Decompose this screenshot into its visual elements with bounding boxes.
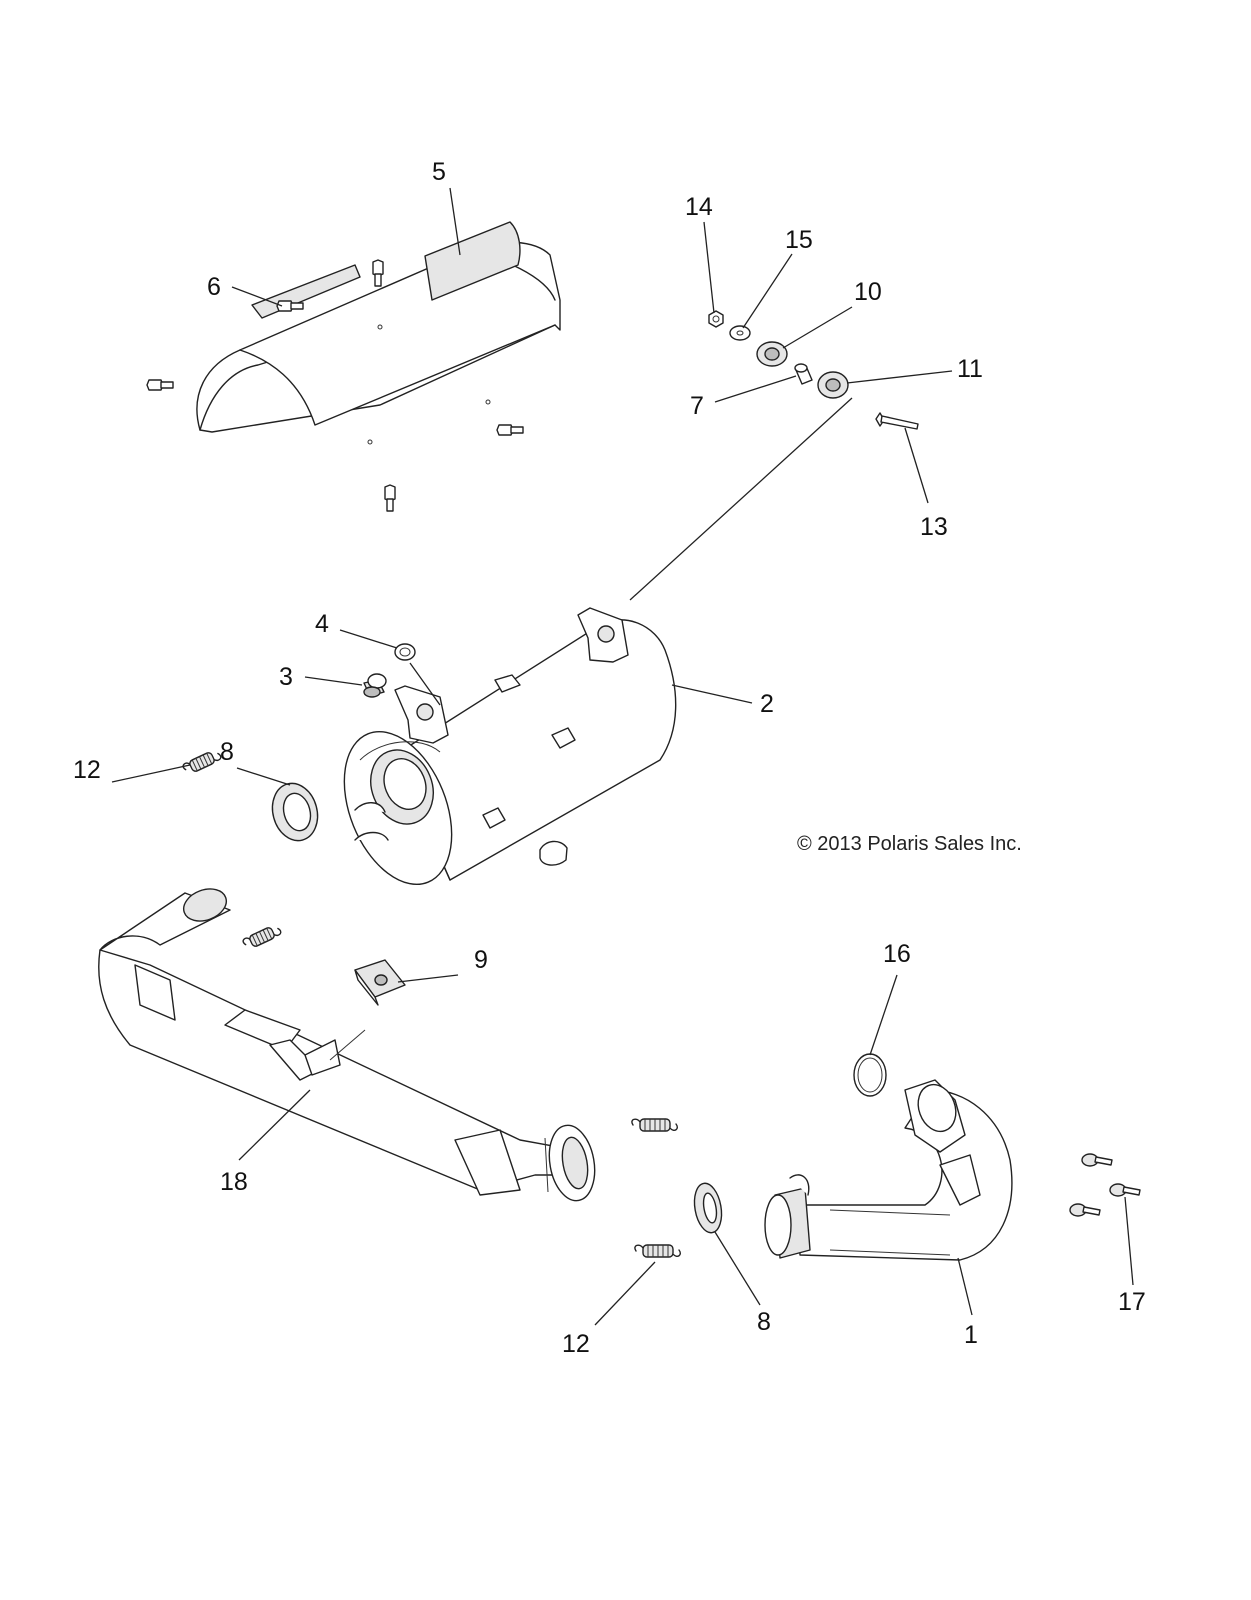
springs bbox=[182, 752, 682, 1258]
callout-8-lower: 8 bbox=[757, 1308, 771, 1336]
callout-6: 6 bbox=[207, 273, 221, 301]
gasket-lower bbox=[693, 1182, 723, 1234]
o-ring bbox=[853, 1053, 887, 1097]
header-pipe bbox=[98, 888, 596, 1202]
copyright-notice: © 2013 Polaris Sales Inc. bbox=[797, 833, 1022, 855]
leader-lines bbox=[111, 187, 1134, 1326]
callout-10: 10 bbox=[854, 278, 882, 306]
callout-16: 16 bbox=[883, 940, 911, 968]
sealing-washer bbox=[394, 643, 416, 661]
callout-12-lower: 12 bbox=[562, 1330, 590, 1358]
rubber-mount bbox=[354, 959, 406, 1006]
plug bbox=[363, 673, 387, 698]
callout-1: 1 bbox=[964, 1321, 978, 1349]
exhaust-pipe bbox=[764, 1079, 1013, 1261]
callout-14: 14 bbox=[685, 193, 713, 221]
screws bbox=[1069, 1153, 1141, 1217]
mount-hardware bbox=[708, 310, 919, 430]
muffler bbox=[343, 607, 677, 886]
callout-12-upper: 12 bbox=[73, 756, 101, 784]
callout-7: 7 bbox=[690, 392, 704, 420]
callout-labels: 1 2 3 4 5 6 7 8 8 9 10 11 12 12 13 14 15… bbox=[73, 158, 1146, 1358]
callout-2: 2 bbox=[760, 690, 774, 718]
heat-shield bbox=[196, 221, 561, 445]
callout-4: 4 bbox=[315, 610, 329, 638]
callout-8-upper: 8 bbox=[220, 738, 234, 766]
callout-11: 11 bbox=[957, 355, 983, 383]
callout-18: 18 bbox=[220, 1168, 248, 1196]
gasket-upper bbox=[271, 782, 319, 842]
heat-shield-bolts bbox=[146, 259, 524, 512]
callout-9: 9 bbox=[474, 946, 488, 974]
callout-17: 17 bbox=[1118, 1288, 1146, 1316]
callout-5: 5 bbox=[432, 158, 446, 186]
callout-13: 13 bbox=[920, 513, 948, 541]
callout-15: 15 bbox=[785, 226, 813, 254]
callout-3: 3 bbox=[279, 663, 293, 691]
